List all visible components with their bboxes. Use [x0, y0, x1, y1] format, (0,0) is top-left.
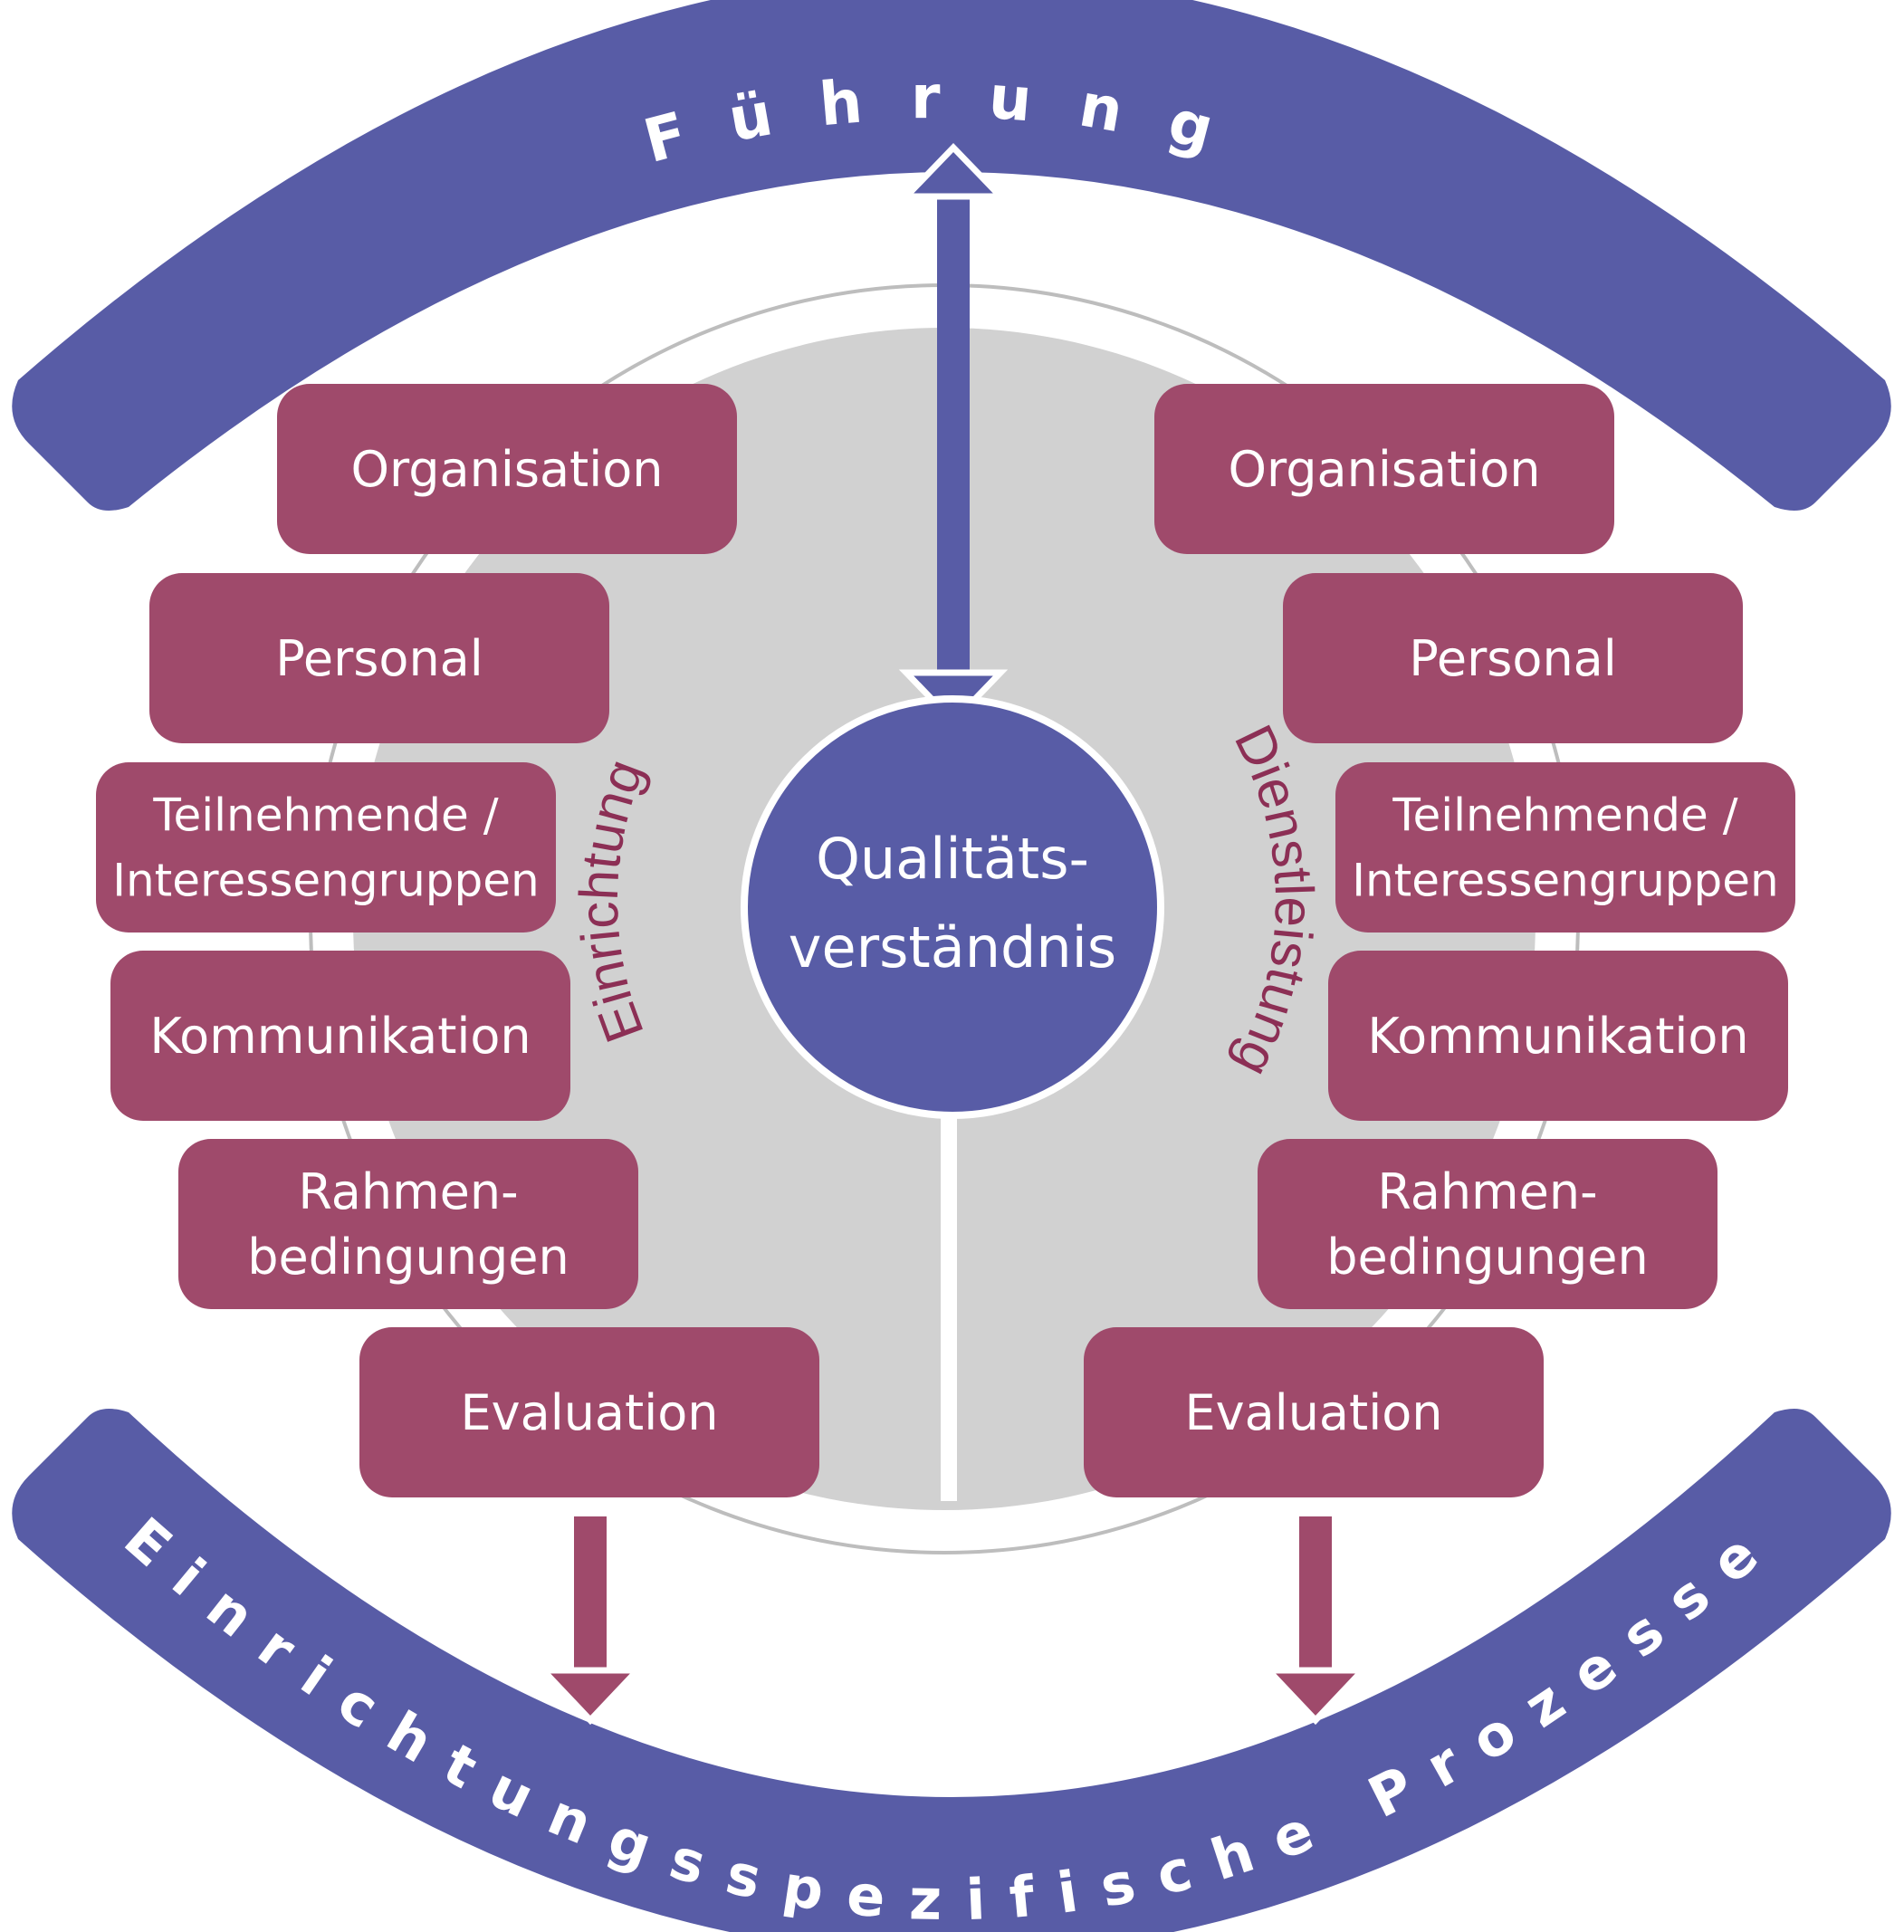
right-box-bg [1084, 1327, 1544, 1497]
left-box-6: Evaluation [359, 1327, 819, 1497]
right-box-label: Rahmen- [1377, 1163, 1597, 1220]
svg-text:Einrichtungsspezifische Prozes: Einrichtungsspezifische Prozesse [112, 1505, 1790, 1932]
left-box-label: Interessengruppen [112, 855, 539, 907]
left-box-label: Rahmen- [298, 1163, 518, 1220]
left-box-4: Kommunikation [110, 951, 570, 1121]
left-box-1: Organisation [277, 384, 737, 554]
right-box-3: Teilnehmende / Interessengruppen [1335, 762, 1795, 933]
left-box-label: Kommunikation [149, 1008, 531, 1065]
right-box-label: Personal [1409, 630, 1617, 687]
right-box-6: Evaluation [1084, 1327, 1544, 1497]
left-box-bg [149, 573, 609, 743]
bottom-band [12, 1409, 1891, 1932]
right-box-1: Organisation [1154, 384, 1614, 554]
right-box-bg [1283, 573, 1743, 743]
left-box-bg [96, 762, 556, 933]
right-box-bg [1335, 762, 1795, 933]
left-box-bg [178, 1139, 638, 1309]
left-box-label: Teilnehmende / [152, 789, 498, 842]
right-box-label: Kommunikation [1367, 1008, 1748, 1065]
left-box-label: Evaluation [461, 1384, 719, 1441]
down-arrow-right [1260, 1516, 1371, 1726]
right-box-bg [1154, 384, 1614, 554]
left-box-bg [277, 384, 737, 554]
center-line-2: verständnis [789, 914, 1116, 980]
bottom-band-label: Einrichtungsspezifische Prozesse [112, 1505, 1765, 1932]
left-box-label: Personal [275, 630, 483, 687]
left-box-3: Teilnehmende / Interessengruppen [96, 762, 556, 933]
down-arrow-left [535, 1516, 646, 1726]
center-circle: Qualitäts- verständnis [741, 695, 1164, 1119]
left-box-bg [110, 951, 570, 1121]
right-box-4: Kommunikation [1328, 951, 1788, 1121]
right-box-2: Personal [1283, 573, 1743, 743]
right-box-label: bedingungen [1326, 1229, 1648, 1286]
left-box-label: Organisation [350, 441, 663, 498]
right-box-bg [1258, 1139, 1717, 1309]
left-box-label: bedingungen [247, 1229, 569, 1286]
right-box-label: Evaluation [1185, 1384, 1443, 1441]
right-box-label: Interessengruppen [1352, 855, 1778, 907]
right-box-5: Rahmen-bedingungen [1258, 1139, 1717, 1309]
center-divider [941, 1103, 957, 1501]
right-box-label: Teilnehmende / [1392, 789, 1737, 842]
left-box-5: Rahmen-bedingungen [178, 1139, 638, 1309]
left-box-bg [359, 1327, 819, 1497]
right-box-label: Organisation [1228, 441, 1540, 498]
top-band [12, 0, 1891, 511]
left-box-2: Personal [149, 573, 609, 743]
center-line-1: Qualitäts- [816, 826, 1089, 892]
right-box-bg [1328, 951, 1788, 1121]
